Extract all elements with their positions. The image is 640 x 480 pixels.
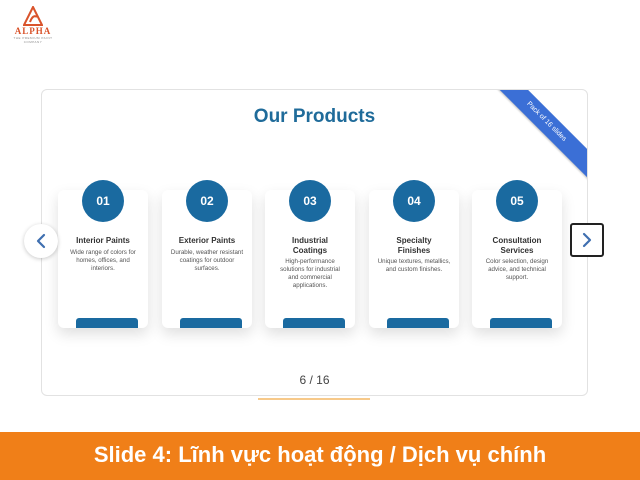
slide-caption: Slide 4: Lĩnh vực hoạt động / Dịch vụ ch… [93,442,547,467]
product-card[interactable]: 05 Consultation Services Color selection… [472,180,562,328]
brush-logo-icon [23,6,43,26]
card-description: High-performance solutions for industria… [280,258,340,289]
product-card[interactable]: 02 Exterior Paints Durable, weather resi… [162,180,252,328]
chevron-left-icon [36,233,46,249]
product-card[interactable]: 04 Specialty Finishes Unique textures, m… [369,180,459,328]
card-title: Interior Paints [76,236,130,245]
card-button[interactable] [387,318,449,328]
card-title: Consultation Services [492,236,542,255]
card-description: Color selection, design advice, and tech… [485,258,549,281]
logo-name: ALPHA [14,26,52,36]
card-description: Durable, weather resistant coatings for … [170,249,244,272]
slide-title: Our Products [253,106,376,127]
next-slide-button[interactable] [570,223,604,257]
card-title: Industrial Coatings [291,236,328,255]
card-number-badge: 03 [289,180,331,222]
card-description: Wide range of colors for homes, offices,… [70,249,136,272]
chevron-right-icon [582,232,592,248]
card-title: Exterior Paints [178,236,236,245]
card-number-badge: 05 [496,180,538,222]
company-logo: ALPHA THE PREMIUM PAINT COMPANY [8,6,58,50]
card-number-badge: 01 [82,180,124,222]
card-button[interactable] [180,318,242,328]
card-title: Specialty Finishes [396,236,432,255]
card-button[interactable] [283,318,345,328]
previous-slide-button[interactable] [24,224,58,258]
card-button[interactable] [490,318,552,328]
logo-tagline: THE PREMIUM PAINT COMPANY [13,36,53,44]
caption-bar: Slide 4: Lĩnh vực hoạt động / Dịch vụ ch… [0,432,640,480]
corner-ribbon: Pack of 16 slides [485,90,587,183]
slide-frame: Our Products Pack of 16 slides 01 Interi… [41,89,588,396]
product-card[interactable]: 03 Industrial Coatings High-performance … [265,180,355,328]
card-description: Unique textures, metallics, and custom f… [377,258,451,273]
product-card[interactable]: 01 Interior Paints Wide range of colors … [58,180,148,328]
card-number-badge: 04 [393,180,435,222]
progress-indicator [258,398,370,400]
slide-counter: 6 / 16 [299,373,330,387]
card-number-badge: 02 [186,180,228,222]
card-button[interactable] [76,318,138,328]
